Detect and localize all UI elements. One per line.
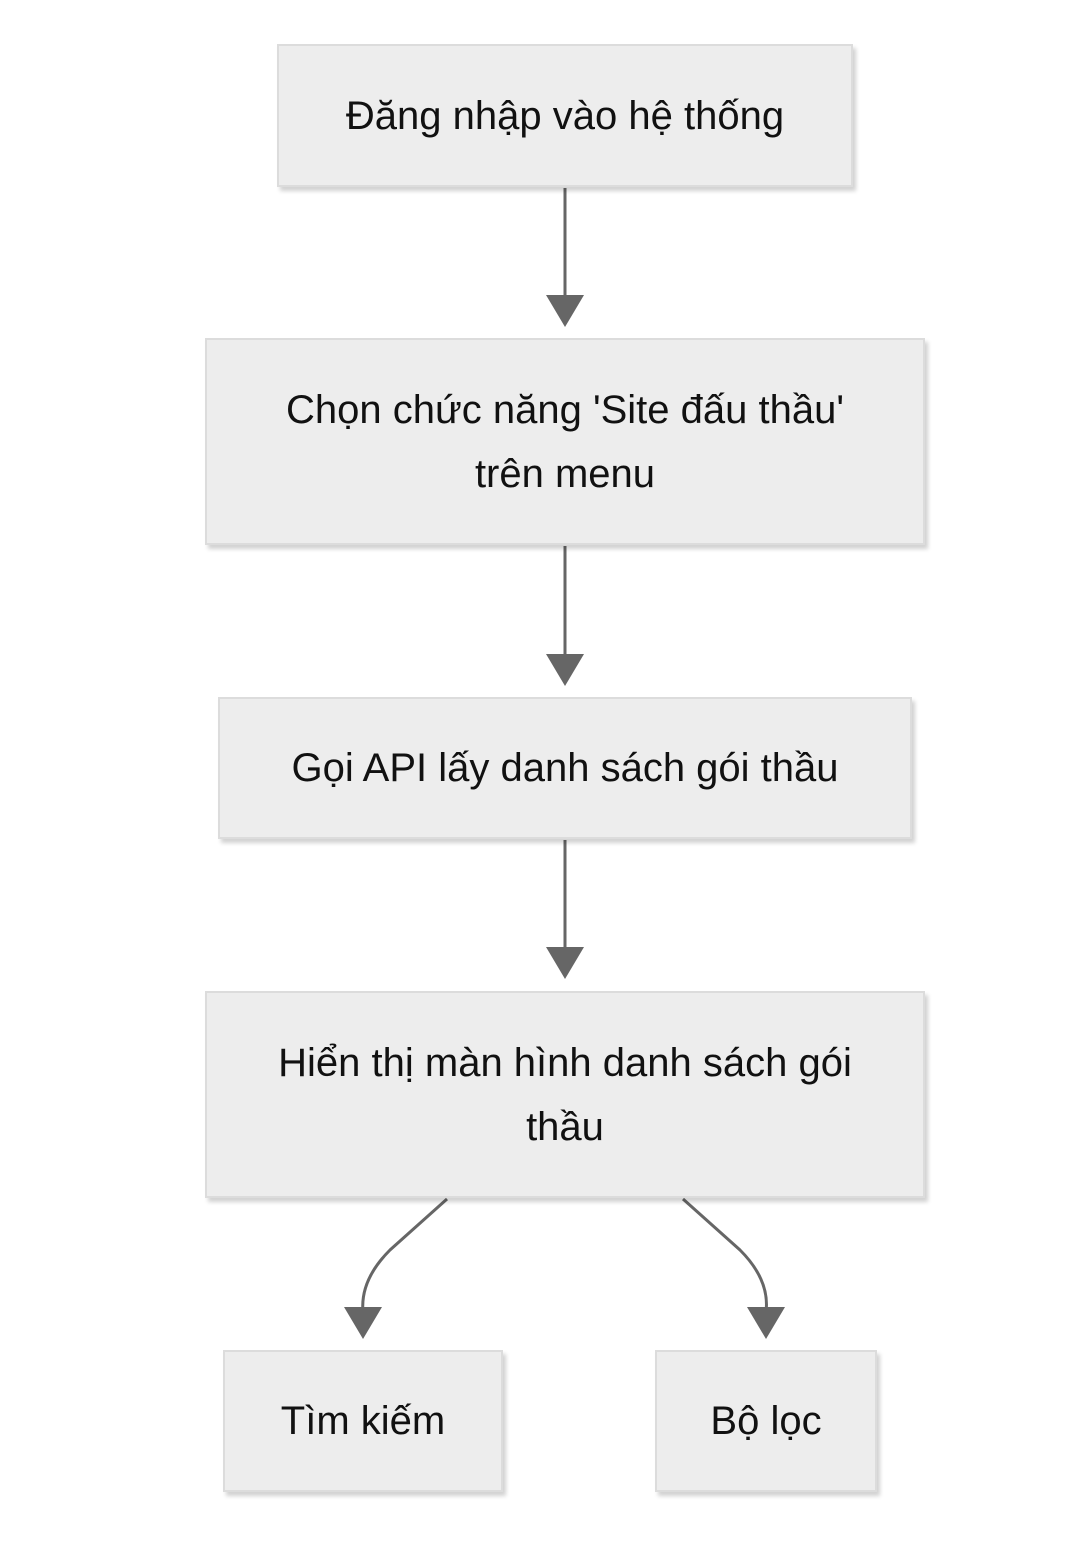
arrowhead-down-icon	[546, 295, 584, 327]
node-search: Tìm kiếm	[223, 1350, 503, 1492]
node-login-label: Đăng nhập vào hệ thống	[345, 93, 785, 138]
node-show-list: Hiển thị màn hình danh sách gói thầu	[205, 991, 925, 1198]
arrowhead-down-icon	[747, 1307, 785, 1339]
node-login: Đăng nhập vào hệ thống	[277, 44, 853, 187]
node-show-list-label: Hiển thị màn hình danh sách gói thầu	[278, 1040, 852, 1149]
node-call-api-label: Gọi API lấy danh sách gói thầu	[291, 746, 839, 790]
arrowhead-down-icon	[546, 947, 584, 979]
node-choose-function-label: Chọn chức năng 'Site đấu thầu' trên menu	[286, 387, 844, 496]
arrowhead-down-icon	[546, 654, 584, 686]
node-call-api: Gọi API lấy danh sách gói thầu	[218, 697, 912, 839]
edge-show-list-to-search	[361, 1197, 449, 1313]
arrowhead-down-icon	[344, 1307, 382, 1339]
node-filter: Bộ lọc	[655, 1350, 877, 1492]
node-choose-function: Chọn chức năng 'Site đấu thầu' trên menu	[205, 338, 925, 545]
node-search-label: Tìm kiếm	[280, 1399, 446, 1443]
node-filter-label: Bộ lọc	[710, 1399, 822, 1443]
edge-show-list-to-filter	[681, 1197, 768, 1313]
